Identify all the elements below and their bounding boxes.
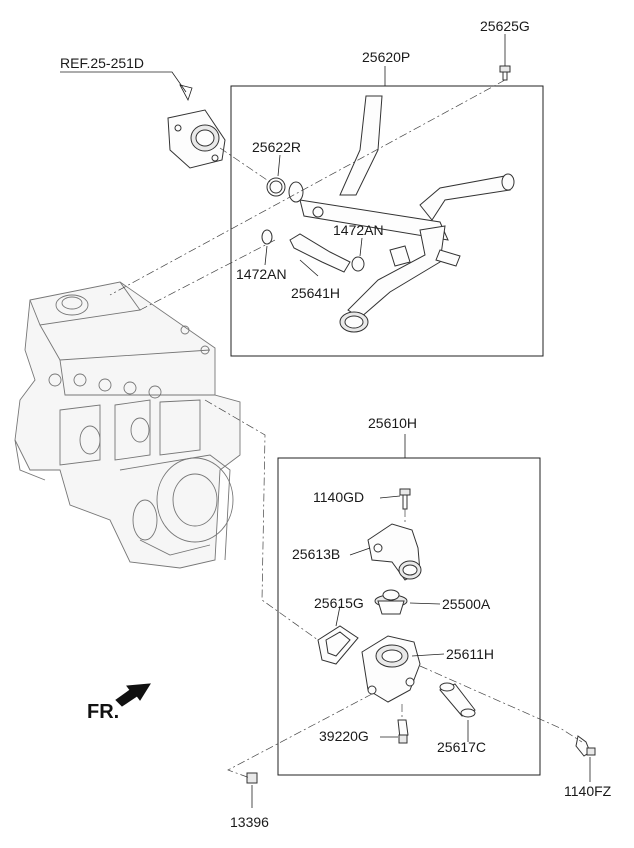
label-1140GD: 1140GD	[313, 489, 364, 505]
label-25611H: 25611H	[446, 646, 494, 662]
label-ref: REF.25-251D	[60, 55, 144, 71]
sensor-39220G	[397, 719, 409, 744]
label-13396: 13396	[230, 814, 269, 830]
label-25610H: 25610H	[368, 415, 417, 431]
engine-block	[14, 281, 241, 569]
label-1472AN-left: 1472AN	[236, 266, 287, 282]
thermostat-25500A	[374, 589, 408, 615]
lower-assembly-frame	[277, 457, 541, 776]
leader-lines	[60, 34, 591, 808]
housing-25613B	[367, 523, 422, 581]
label-25617C: 25617C	[437, 739, 486, 755]
label-25615G: 25615G	[314, 595, 364, 611]
label-25620P: 25620P	[362, 49, 410, 65]
clamp-1472AN-left	[261, 229, 273, 245]
housing-25611H	[361, 635, 421, 703]
bolt-1140FZ	[575, 735, 596, 757]
label-1472AN-right: 1472AN	[333, 222, 384, 238]
clamp-1472AN-right	[351, 256, 365, 272]
upper-assembly-frame	[230, 85, 544, 357]
pipe-25617C	[439, 682, 476, 718]
label-25625G: 25625G	[480, 18, 530, 34]
label-25500A: 25500A	[442, 596, 491, 612]
label-1140FZ: 1140FZ	[564, 783, 612, 799]
bolt-25625G	[499, 65, 511, 81]
hose-25641H	[289, 233, 351, 273]
bolt-1140GD	[399, 488, 411, 510]
water-pipe-assembly	[288, 95, 515, 333]
front-direction-arrow	[115, 683, 151, 707]
label-25613B: 25613B	[292, 546, 340, 562]
label-fr: FR.	[87, 701, 119, 723]
gasket-25615G	[317, 625, 359, 665]
dashed-reference-lines	[109, 79, 583, 779]
label-39220G: 39220G	[319, 728, 369, 744]
ref-flange-part	[167, 109, 226, 169]
nut-13396	[246, 772, 258, 784]
label-25641H: 25641H	[291, 285, 340, 301]
label-25622R: 25622R	[252, 139, 301, 155]
